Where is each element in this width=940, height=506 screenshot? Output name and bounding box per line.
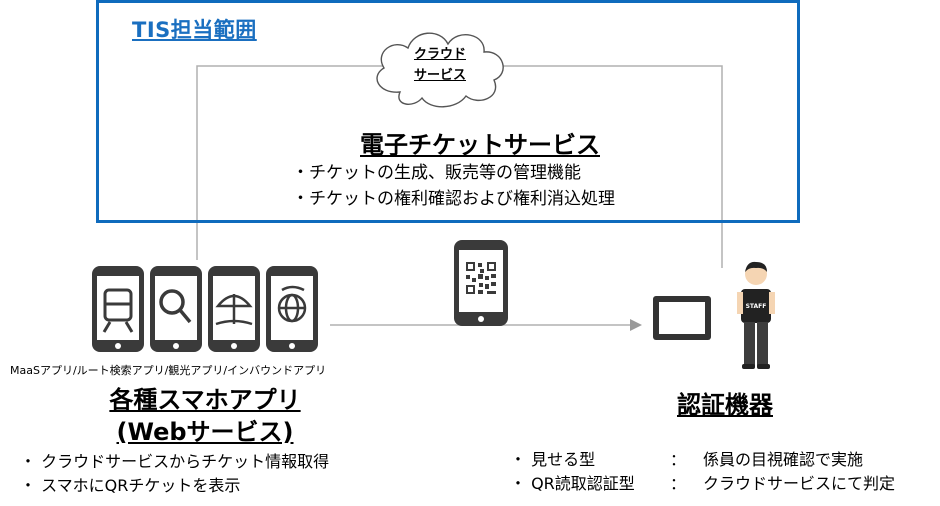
ticket-service-bullet: ・チケットの権利確認および権利消込処理 (292, 186, 615, 212)
apps-title: 各種スマホアプリ (Webサービス) (60, 384, 350, 448)
staff-text: STAFF (746, 303, 767, 310)
ticket-service-bullet: ・チケットの生成、販売等の管理機能 (292, 160, 615, 186)
apps-caption: MaaSアプリ/ルート検索アプリ/観光アプリ/インバウンドアプリ (10, 362, 326, 378)
device-row-sep: ： (670, 448, 686, 472)
device-row-desc: 係員の目視確認で実施 (703, 448, 863, 472)
phone-train (92, 266, 144, 352)
scope-label: TIS担当範囲 (132, 14, 257, 44)
phone-search (150, 266, 202, 352)
device-row-sep: ： (670, 472, 686, 496)
cloud-label-line2: サービス (380, 65, 500, 86)
apps-title-line1: 各種スマホアプリ (60, 384, 350, 416)
device-title: 認証機器 (660, 385, 790, 420)
qr-phone (452, 238, 512, 328)
phone-beach (208, 266, 260, 352)
device-row-label: ・ QR読取認証型 (510, 472, 635, 496)
cloud-label-line1: クラウド (380, 44, 500, 65)
flow-arrow-head (630, 319, 642, 331)
apps-bullet: ・ スマホにQRチケットを表示 (20, 474, 329, 498)
staff-person-icon: STAFF (737, 262, 777, 372)
phone-globe (266, 266, 318, 352)
ticket-service-bullets: ・チケットの生成、販売等の管理機能 ・チケットの権利確認および権利消込処理 (292, 160, 615, 212)
ticket-service-title: 電子チケットサービス (330, 125, 630, 160)
apps-bullet: ・ クラウドサービスからチケット情報取得 (20, 450, 329, 474)
device-row-desc: クラウドサービスにて判定 (703, 472, 895, 496)
app-phones (90, 264, 320, 356)
tablet-icon (652, 295, 714, 343)
apps-bullets: ・ クラウドサービスからチケット情報取得 ・ スマホにQRチケットを表示 (20, 450, 329, 498)
apps-title-line2: (Webサービス) (60, 416, 350, 448)
device-row-label: ・ 見せる型 (510, 448, 595, 472)
cloud-label: クラウド サービス (380, 44, 500, 86)
